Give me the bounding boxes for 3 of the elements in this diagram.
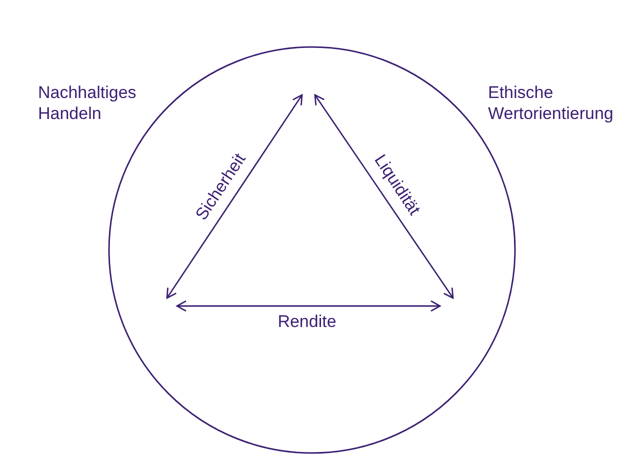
ring-caption: Ethische Wertorientierung xyxy=(488,82,614,124)
arrow-label: Rendite xyxy=(278,312,336,332)
ring-caption: Nachhaltiges Handeln xyxy=(38,82,138,124)
